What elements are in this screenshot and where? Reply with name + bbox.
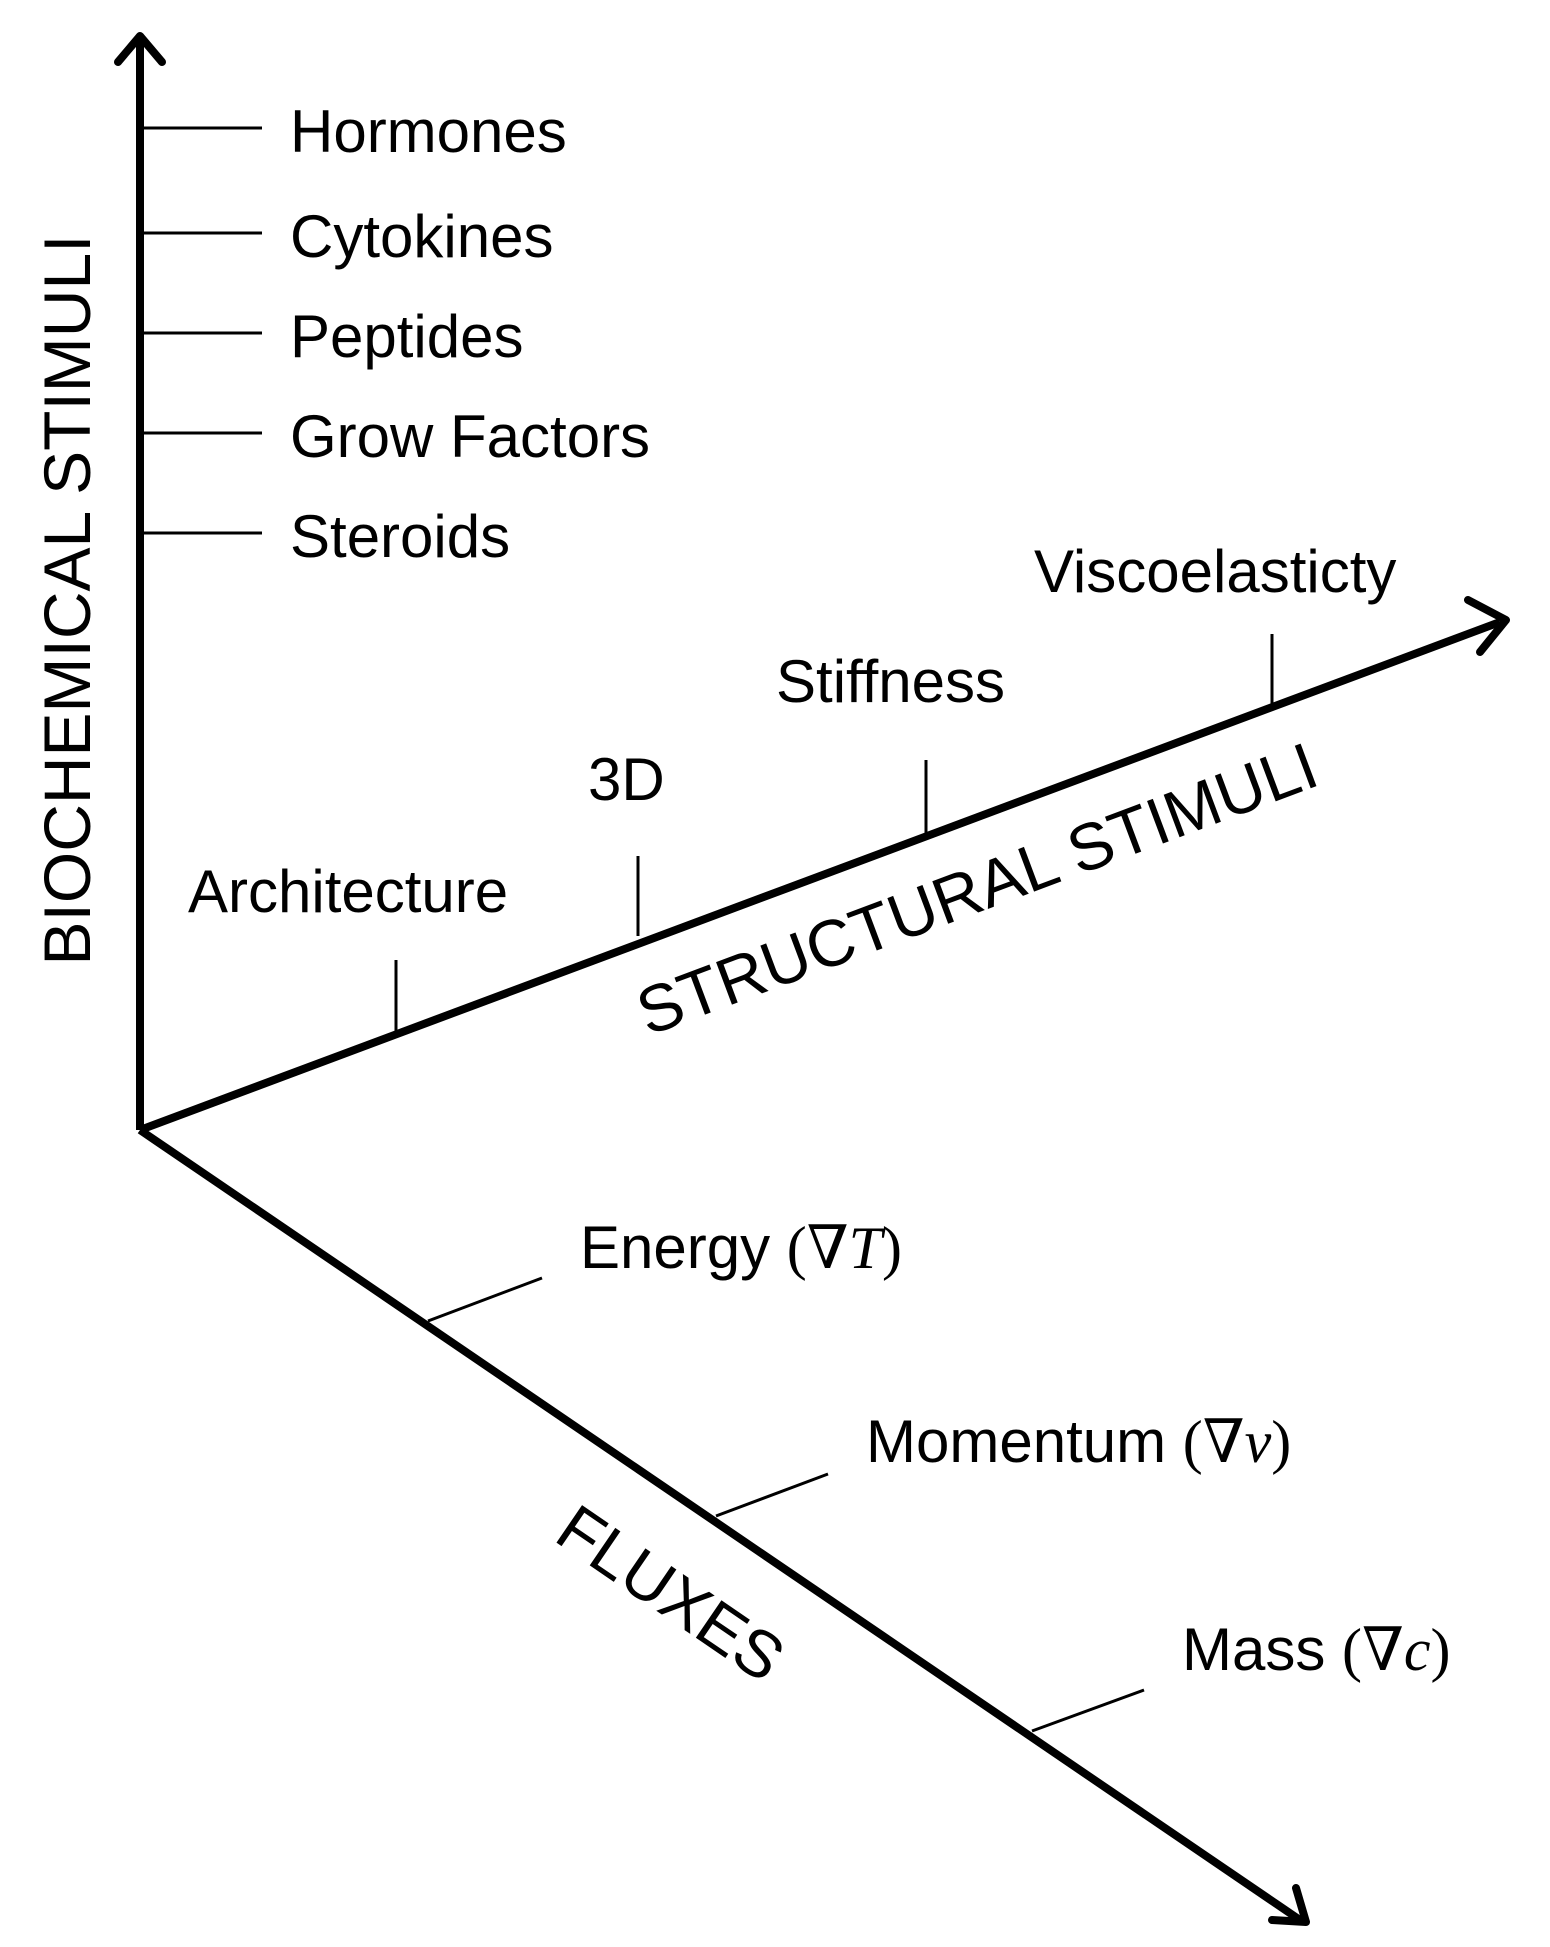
fluxes-item-energy-close-paren: ) <box>882 1215 902 1281</box>
fluxes-item-mass-open-paren: ( <box>1342 1617 1362 1683</box>
structural-item-stiffness: Stiffness <box>776 648 1005 715</box>
fluxes-item-mass-close-paren: ) <box>1431 1617 1451 1683</box>
fluxes-item-energy-gradient: ∇T <box>807 1215 886 1281</box>
biochemical-axis-title: BIOCHEMICAL STIMULI <box>30 235 104 966</box>
fluxes-item-mass-gradient: ∇c <box>1362 1617 1431 1683</box>
biochemical-axis-arrowhead <box>114 32 166 66</box>
biochemical-item-hormones: Hormones <box>290 98 567 165</box>
fluxes-item-momentum: Momentum (∇v) <box>866 1408 1291 1475</box>
fluxes-axis-title: FLUXES <box>544 1490 798 1696</box>
fluxes-item-energy: Energy (∇T) <box>580 1214 902 1281</box>
fluxes-item-mass-name: Mass <box>1182 1616 1325 1683</box>
fluxes-item-momentum-open-paren: ( <box>1183 1409 1203 1475</box>
fluxes-item-mass: Mass (∇c) <box>1182 1616 1451 1683</box>
structural-axis-arrowhead <box>1464 596 1510 656</box>
biochemical-item-cytokines: Cytokines <box>290 203 553 270</box>
fluxes-axis-arrowhead <box>1268 1884 1310 1926</box>
structural-item-architecture: Architecture <box>188 858 508 925</box>
structural-item-viscoelasticty: Viscoelasticty <box>1034 538 1396 605</box>
fluxes-item-momentum-name: Momentum <box>866 1408 1166 1475</box>
fluxes-item-momentum-gradient: ∇v <box>1203 1409 1272 1475</box>
fluxes-tick <box>427 1276 543 1323</box>
structural-axis-title: STRUCTURAL STIMULI <box>627 728 1327 1049</box>
fluxes-item-energy-name: Energy <box>580 1214 770 1281</box>
fluxes-tick <box>715 1472 829 1518</box>
fluxes-tick <box>1031 1688 1145 1733</box>
structural-item-3d: 3D <box>588 746 665 813</box>
biochemical-item-peptides: Peptides <box>290 303 524 370</box>
fluxes-item-energy-open-paren: ( <box>787 1215 807 1281</box>
biochemical-item-steroids: Steroids <box>290 503 510 570</box>
fluxes-axis-line <box>137 1126 1303 1924</box>
fluxes-item-momentum-close-paren: ) <box>1271 1409 1291 1475</box>
biochemical-item-grow-factors: Grow Factors <box>290 403 650 470</box>
